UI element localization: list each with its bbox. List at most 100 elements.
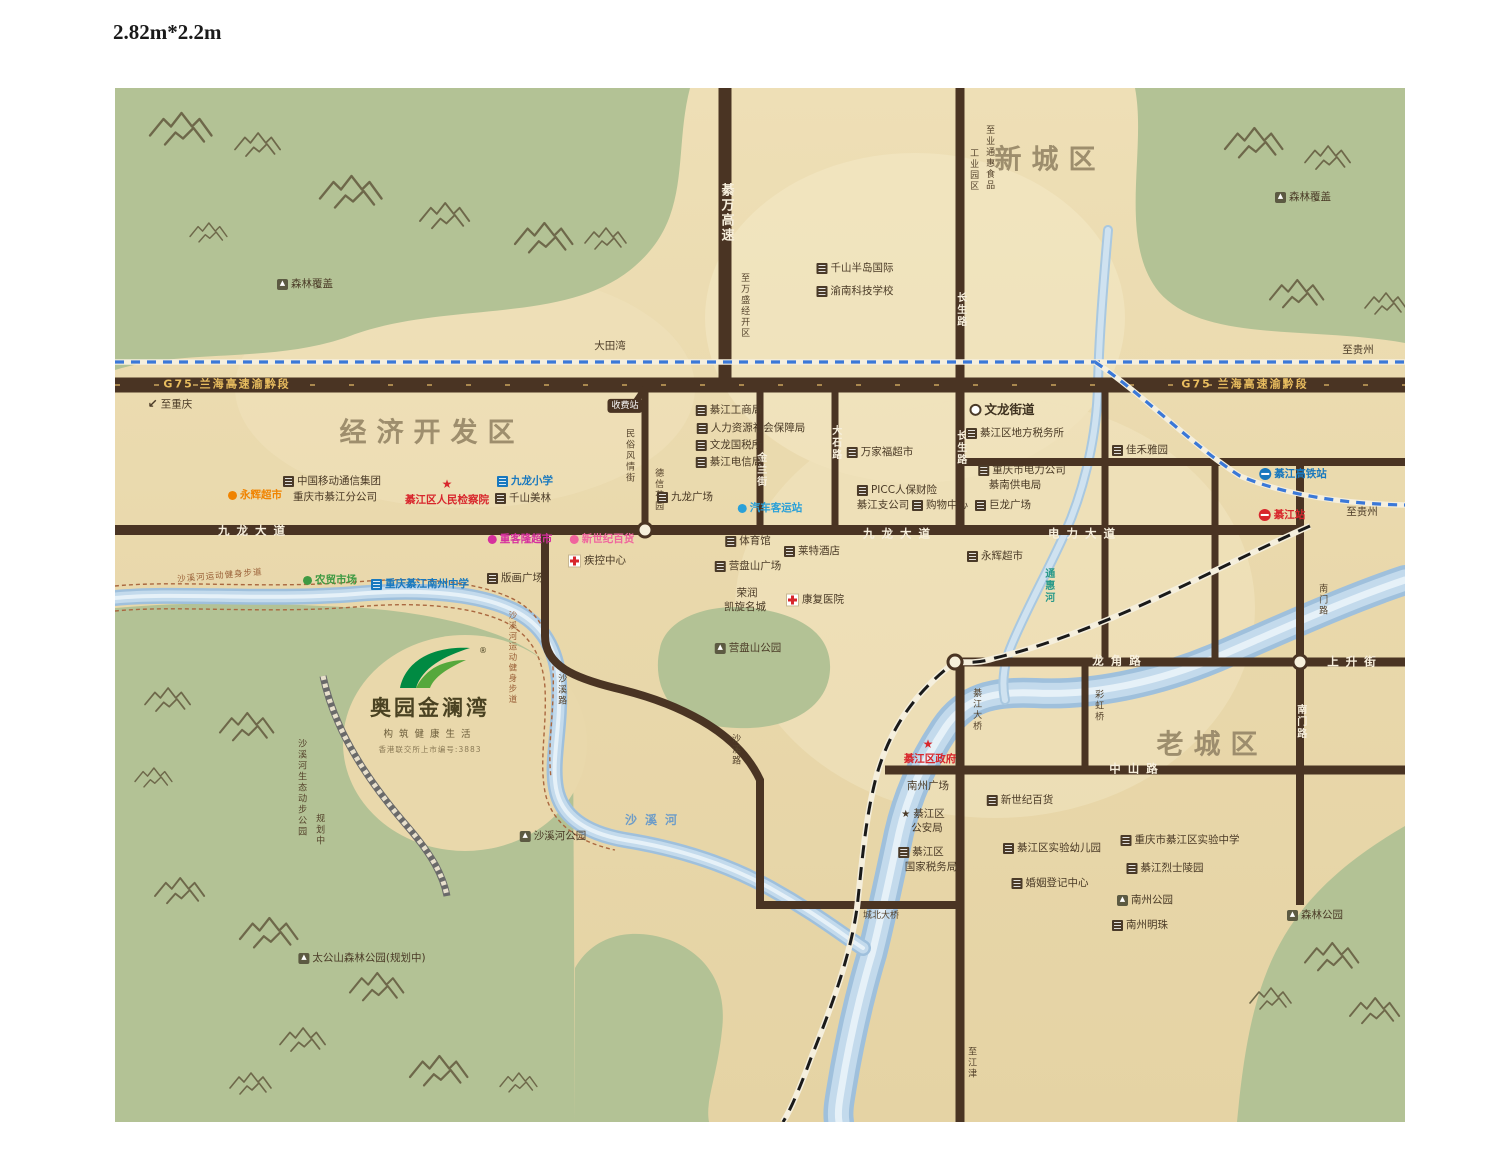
poi-local-tax: 綦江区地方税务所 [966,427,1064,439]
bld-icon [1003,842,1014,854]
park-shaxihe-label: 沙溪河公园 [533,829,587,842]
poi-electric-1: 重庆市电力公司 [978,464,1066,476]
road-changsheng-m: 长生路 [954,430,966,466]
bridge-chengbei: 城北大桥 [863,911,899,921]
dir-yetong-food: 至业通惠食品 [984,125,994,191]
label-industrial-park-label: 工业园区 [968,148,979,192]
poi-shopping-center: 购物中心 [912,499,968,511]
cir-icon [969,404,982,416]
poi-guoshui-suo: 文龙国税所 [695,438,763,451]
poi-rongrun-1-label: 荣润 [736,586,758,599]
poi-nongmao-market-label: 农贸市场 [315,573,357,586]
poi-yingpanshan-plaza-label: 营盘山广场 [728,559,782,572]
road-longjiao: 龙角路 [1092,654,1148,667]
park-nanzhou: 南州公园 [1117,894,1173,906]
road-dashi-label: 大石路 [829,425,841,461]
poi-jikong-center-label: 疾控中心 [584,554,626,567]
forest-cover-1-label: 森林覆盖 [291,277,333,290]
bld-icon [1120,834,1132,846]
toll-station: 收费站 [607,398,643,414]
road-shaxi-2-label: 沙溪路 [730,733,741,767]
road-g75-right-label: G75 兰海高速渝黔段 [1181,377,1309,391]
poi-cmcc-1-label: 中国移动通信集团 [297,474,381,487]
tree-icon [1117,894,1128,906]
poi-nanzhou-plaza-label: 南州广场 [907,779,949,792]
star-government: ★ [923,737,934,752]
poi-qianshan-meilin-label: 千山美林 [509,491,551,504]
poi-qianshan-peninsula-label: 千山半岛国际 [830,261,894,274]
road-nanmen-1: 南门路 [1317,584,1327,617]
poi-julong-plaza-label: 巨龙广场 [989,498,1031,511]
district-jingjikaifaqu: 经济开发区 [340,417,525,448]
dir-jiangjin-label: 至江津 [966,1046,977,1080]
road-qiwan-expwy: 綦万高速 [718,183,733,243]
poi-electric-2: 綦南供电局 [989,479,1042,491]
poi-minsu-street: 民俗风情街 [624,429,634,484]
poi-renshe-label: 人力资源社会保障局 [710,421,806,434]
poi-jiahe-yayuan: 佳禾雅园 [1112,444,1168,456]
bld-icon [966,427,977,439]
road-dianli: 电力大道 [1048,527,1122,540]
label-guihua-label: 规划中 [314,813,325,847]
bridge-caihong-label: 彩虹桥 [1093,689,1104,723]
poi-xinshiji-1: 新世纪百货 [569,533,634,545]
aoyuan-logo: ® 奥园金澜湾 构筑健康生活 香港联交所上市编号:3883 [335,644,525,755]
poi-district-gov: 綦江区政府 [904,753,957,765]
bld-icon [986,794,998,806]
poi-gaotie-station: 綦江高铁站 [1259,468,1327,480]
bld-icon [784,545,795,557]
road-qiwan-expwy-label: 綦万高速 [718,183,734,243]
poi-nongmao-market: 农贸市场 [303,574,357,586]
logo-registered-mark: ® [479,646,487,655]
poi-police-1-label: 綦江区 [913,807,945,820]
poi-police-1: 綦江区 [901,807,945,820]
poi-bus-station: 汽车客运站 [737,502,802,514]
poi-picc-1-label: PICC人保财险 [870,483,938,496]
bld-icon [657,491,668,503]
bld-icon [856,484,868,496]
poi-jikong-center: 疾控中心 [568,554,626,568]
poi-jiulong-primary-label: 九龙小学 [511,474,553,487]
poi-datianwan: 大田湾 [594,340,626,352]
river-shaxihe: 沙溪河 [625,813,685,828]
poi-police-2-label: 公安局 [911,821,943,834]
trail-1: 沙溪河运动健身步道 [176,567,263,585]
dot-pink-icon [569,534,579,544]
sq-blue-icon [371,578,382,590]
poi-picc-2-label: 綦江支公司 [856,498,910,511]
tree-icon [298,952,310,964]
road-nanmen-2-label: 南门路 [1294,704,1306,740]
dir-wansheng-label: 至万盛经开区 [739,273,750,339]
road-shaxi-1-label: 沙溪路 [556,673,567,707]
fitness-trail [115,579,616,851]
river-tonghuihe: 通惠河 [1042,568,1054,604]
park-senlin-label: 森林公园 [1301,908,1343,921]
bld-icon [816,262,828,274]
poi-yunan-school-label: 渝南科技学校 [830,284,894,297]
bld-icon [696,422,708,434]
bld-icon [1011,877,1023,889]
dir-wansheng: 至万盛经开区 [739,273,749,339]
roads [115,88,1405,1122]
logo-name: 奥园金澜湾 [370,696,490,720]
poi-dianxin-label: 綦江电信局 [709,455,763,468]
poi-tax-1: 綦江区 [898,846,944,858]
railway-line [115,359,1405,508]
dir-guizhou-2-label: 至贵州 [1346,505,1378,518]
bld-icon [695,439,707,451]
road-jiulong-c-label: 九龙大道 [863,526,937,541]
bld-icon [1112,919,1123,931]
poi-minsu-street-label: 民俗风情街 [624,428,635,484]
road-g75-right: G75 兰海高速渝黔段 [1181,377,1309,392]
poi-guoshui-suo-label: 文龙国税所 [709,438,763,451]
road-changsheng-n: 长生路 [954,292,966,328]
tree-icon [1287,909,1298,921]
tree-icon [519,830,531,842]
arr-sw-icon [148,397,158,410]
trail-1-label: 沙溪河运动健身步道 [176,567,263,585]
poi-cmcc-1: 中国移动通信集团 [283,475,381,487]
poi-gaotie-station-label: 綦江高铁站 [1274,467,1327,480]
road-nanmen-2: 南门路 [1294,704,1306,740]
bridge-qijiang: 綦江大桥 [971,688,981,732]
